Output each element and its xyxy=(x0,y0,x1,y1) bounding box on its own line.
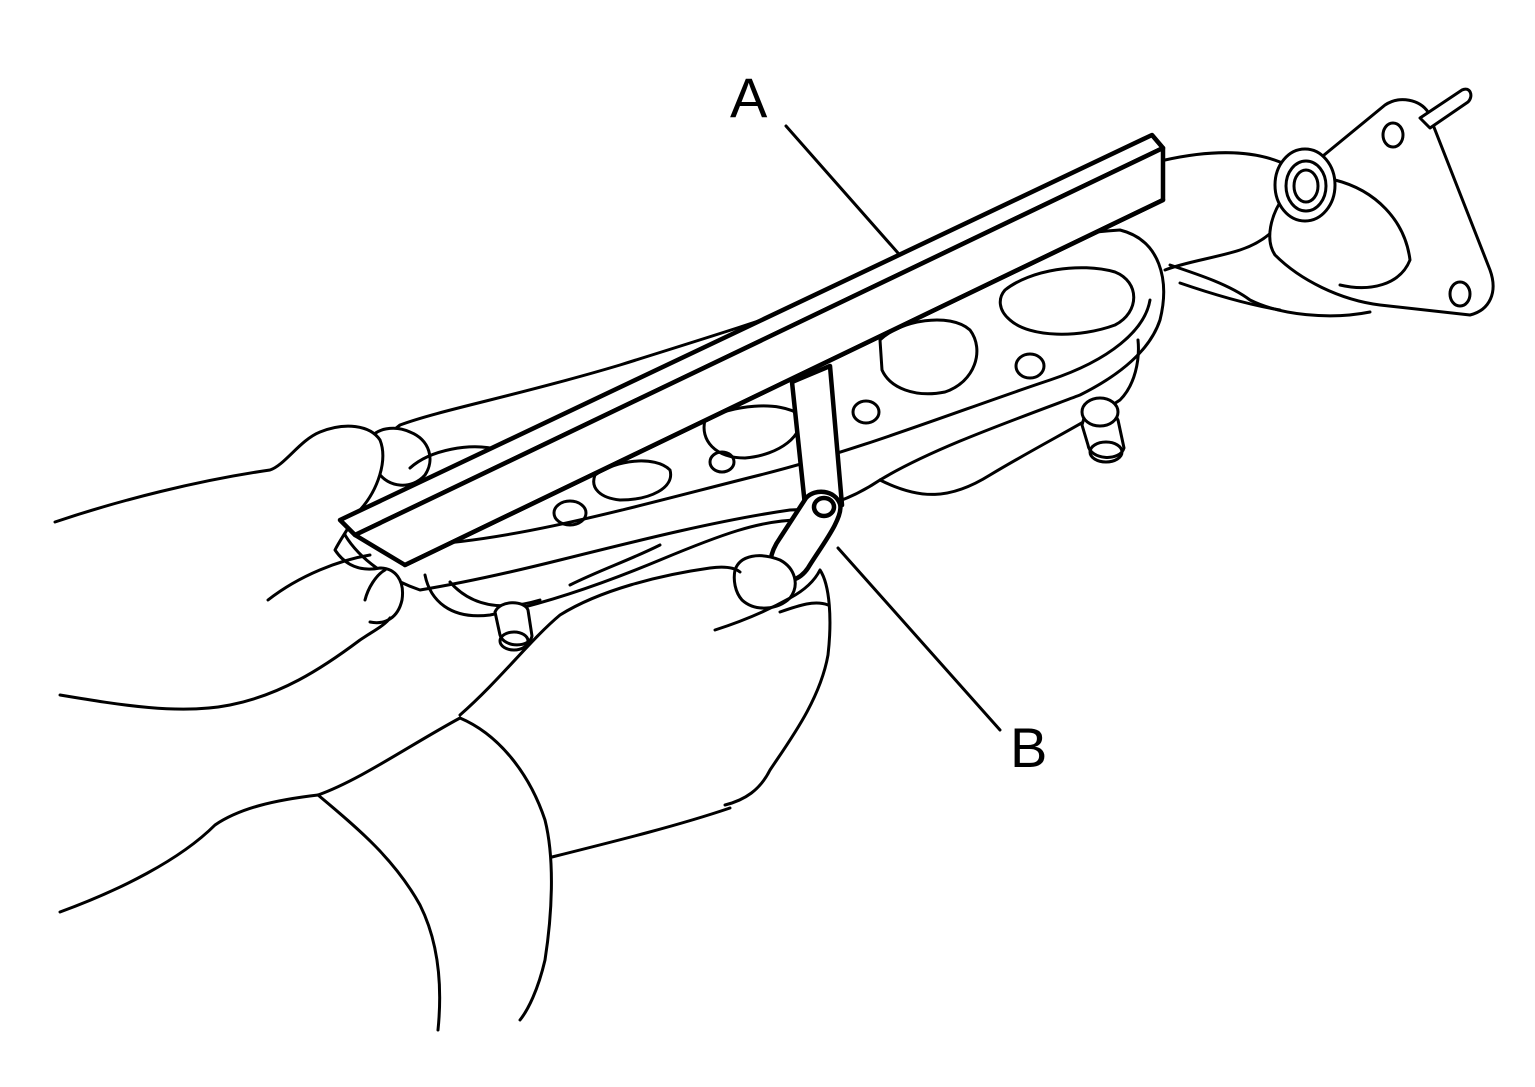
manifold-left-tab xyxy=(368,426,432,487)
outlet-pipe-contour-2 xyxy=(1178,281,1282,312)
right-hand-finger xyxy=(713,568,832,807)
flange-inner-contour xyxy=(1333,178,1412,289)
flange-bolt-hole-top xyxy=(1381,121,1405,149)
left-hand-finger-line xyxy=(363,568,387,602)
left-hand-palm xyxy=(53,424,405,625)
port-opening-3 xyxy=(702,404,803,460)
sleeve xyxy=(58,716,553,1032)
callout-b-label: B xyxy=(1010,716,1047,779)
sleeve-fold xyxy=(316,793,442,1032)
sleeve-cuff xyxy=(458,716,553,1022)
mounting-stud-right-end xyxy=(1088,440,1124,464)
mounting-stud-left-end xyxy=(498,630,530,652)
runner-tube-lower xyxy=(423,518,802,618)
manifold-body xyxy=(343,228,1166,592)
sensor-boss-inner xyxy=(1292,168,1320,204)
right-hand-knuckle-line xyxy=(778,601,830,614)
manifold-bolt-hole-2 xyxy=(851,399,881,425)
exhaust-manifold xyxy=(343,87,1495,652)
flange-bolt-hole-bottom xyxy=(1448,280,1472,308)
manifold-flange-contour xyxy=(418,298,1152,547)
sensor-boss-mid xyxy=(1284,159,1328,213)
straightedge-bottom-edge xyxy=(402,197,1166,568)
manifold-bolt-hole-4 xyxy=(552,499,588,527)
runner-tube-contour-3 xyxy=(878,338,1140,496)
outlet-pipe-contour xyxy=(1168,263,1372,318)
callout-a-leader xyxy=(784,124,900,255)
callout-b-leader xyxy=(836,546,1002,732)
right-hand-palm xyxy=(458,565,742,717)
feeler-gauge-pivot xyxy=(811,495,837,519)
left-hand-thumb xyxy=(266,553,372,602)
right-hand xyxy=(458,554,832,859)
callout-a-label: A xyxy=(730,66,768,129)
flange-stud xyxy=(1418,87,1473,130)
sleeve-top-edge xyxy=(58,716,462,914)
manifold-bolt-hole-1 xyxy=(1014,352,1046,380)
port-opening-1 xyxy=(998,266,1136,336)
straightedge xyxy=(337,132,1166,568)
manifold-bolt-hole-3 xyxy=(708,450,736,474)
port-opening-4 xyxy=(592,459,673,502)
outlet-flange xyxy=(1268,98,1495,317)
runner-tube-contour-2 xyxy=(568,543,662,587)
runner-tube-contour-1 xyxy=(448,580,542,608)
feeler-gauge xyxy=(767,363,845,584)
mounting-stud-right-top xyxy=(1080,396,1120,428)
callout-leaders xyxy=(784,124,1002,732)
port-opening-2 xyxy=(878,318,979,396)
right-hand-lower-edge xyxy=(550,806,732,859)
left-hand xyxy=(53,424,405,711)
left-hand-lower xyxy=(58,616,392,711)
